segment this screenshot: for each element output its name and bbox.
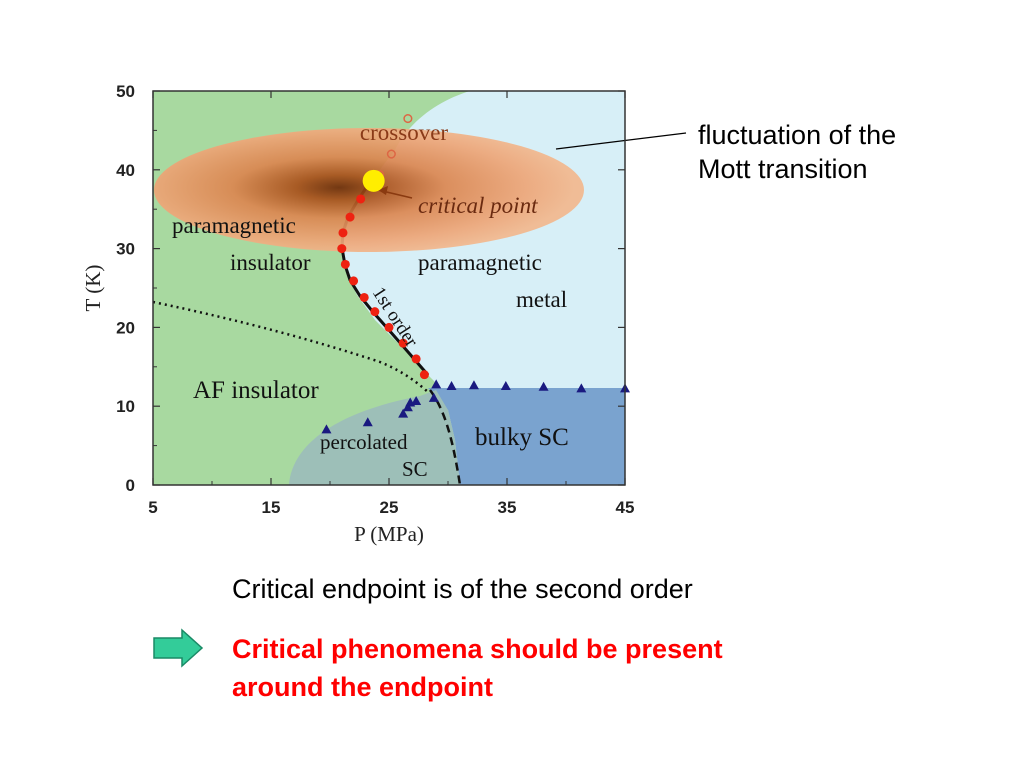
data-point-triangle [362,417,373,427]
label-percolated-sc-1: percolated [320,430,408,454]
y-tick-label: 10 [116,397,135,416]
data-point-triangle [500,381,511,390]
callout-line2: Mott transition [698,154,868,184]
data-point-triangle [538,381,549,391]
conclusion-text: Critical phenomena should be present aro… [232,630,723,706]
data-point-open [403,114,413,124]
x-tick-label: 45 [616,498,635,517]
y-tick-label: 0 [126,476,135,495]
label-af-insulator: AF insulator [193,377,319,404]
data-point-triangle [576,383,587,393]
x-tick-label: 35 [498,498,517,517]
label-crossover: crossover [360,120,448,145]
data-point-triangle [428,392,439,402]
conclusion-line1: Critical phenomena should be present [232,634,723,664]
callout-text: fluctuation of the Mott transition [698,118,896,186]
data-point-triangle [446,381,457,390]
data-point-triangle [321,424,332,434]
data-point-red [340,259,350,269]
x-tick-label: 25 [380,498,399,517]
statement-text: Critical endpoint is of the second order [232,574,693,604]
region-percolated-sc [289,390,460,485]
x-tick-label: 5 [148,498,157,517]
callout-line [555,132,687,150]
y-tick-label: 20 [116,318,135,337]
data-point-triangle [431,379,442,389]
chart-axes: 5 15 25 35 45 0 10 20 30 40 50 P (MPa) T (K) [81,82,634,546]
label-paramagnetic-insulator-2: insulator [230,250,311,275]
data-point-red [384,322,394,332]
data-point-triangle [398,408,409,418]
data-point-triangle [411,395,422,405]
data-point-triangle [402,402,413,412]
data-point-red [419,370,429,380]
conclusion-line2: around the endpoint [232,672,493,702]
phase-diagram-chart: 5 15 25 35 45 0 10 20 30 40 50 P (MPa) T (K) crossov… [81,82,687,546]
data-point-red [370,307,380,317]
x-tick-label: 15 [262,498,281,517]
data-markers [321,114,630,434]
label-percolated-sc-2: SC [402,457,428,481]
label-paramagnetic-metal-2: metal [516,287,567,312]
data-point-red [345,212,355,222]
label-critical-point: critical point [418,193,538,218]
data-point-red [338,228,348,238]
data-point-red [411,354,421,364]
data-point-red [337,244,347,254]
data-point-red [359,292,369,302]
data-point-red [356,194,366,204]
y-tick-label: 50 [116,82,135,101]
label-bulky-sc: bulky SC [475,424,569,451]
region-bulky-sc [428,388,625,485]
y-tick-label: 40 [116,161,135,180]
data-point-red [349,276,359,286]
critical-point-marker [362,169,385,192]
data-point-triangle [468,380,479,390]
callout-line1: fluctuation of the [698,120,897,150]
y-tick-label: 30 [116,240,135,259]
data-point-open [386,149,396,159]
label-paramagnetic-metal-1: paramagnetic [418,250,542,275]
sc-boundary-line [428,389,462,486]
af-boundary-line [152,300,429,393]
x-axis-label: P (MPa) [354,522,424,546]
right-arrow-icon [153,628,204,668]
critical-point-arrowhead [378,186,388,195]
label-paramagnetic-insulator-1: paramagnetic [172,213,296,238]
data-point-red [398,338,408,348]
y-axis-label: T (K) [81,265,105,312]
